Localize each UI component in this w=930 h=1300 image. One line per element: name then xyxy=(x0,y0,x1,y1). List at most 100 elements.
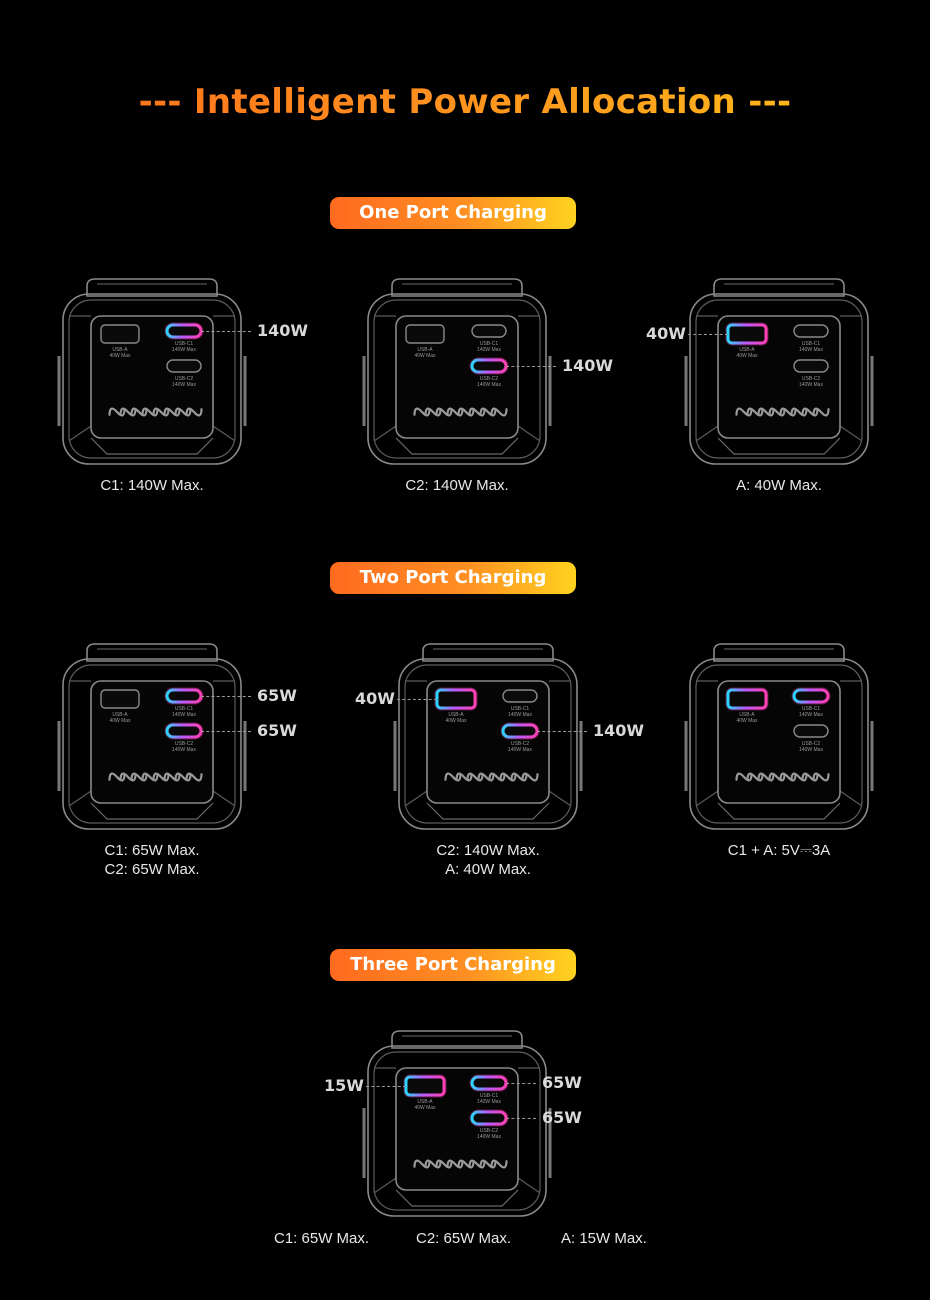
port-a-label: USB-A xyxy=(417,1099,433,1105)
port-c1-max-label: 140W Max xyxy=(477,1099,501,1105)
leader-line-a xyxy=(366,1086,406,1087)
port-c2-max-label: 140W Max xyxy=(477,1134,501,1140)
port-c1-label: USB-C1 xyxy=(802,341,821,347)
port-c1-active xyxy=(470,1075,508,1091)
port-c2-label: USB-C2 xyxy=(802,376,821,382)
caption-line: A: 40W Max. xyxy=(736,477,822,494)
port-a-active xyxy=(726,323,768,345)
power-label-a: 15W xyxy=(324,1076,364,1095)
port-a-max-label: 40W Max xyxy=(445,718,467,724)
leader-line-c1 xyxy=(201,696,251,697)
caption-three-c2: C2: 65W Max. xyxy=(416,1230,512,1247)
port-c1-label: USB-C1 xyxy=(480,1093,499,1099)
leader-line-c2 xyxy=(537,731,587,732)
port-c1-max-label: 140W Max xyxy=(799,347,823,353)
port-c2-label: USB-C2 xyxy=(175,741,194,747)
port-c1-max-label: 140W Max xyxy=(799,712,823,718)
section-heading-one-port: One Port Charging xyxy=(330,197,576,229)
power-label-c1: 65W xyxy=(257,686,297,705)
caption-three-c1: C1: 65W Max. xyxy=(274,1230,370,1247)
power-label-c2: 140W xyxy=(593,721,645,740)
leader-line-c2 xyxy=(506,1118,536,1119)
port-a-active xyxy=(726,688,768,710)
port-c1 xyxy=(471,324,507,338)
power-label-a: 40W xyxy=(646,324,686,343)
caption-s2-item1: C1: 65W Max.C2: 65W Max. xyxy=(22,841,282,879)
caption-line: A: 40W Max. xyxy=(445,861,531,878)
caption-line: C2: 140W Max. xyxy=(405,477,509,494)
caption-line: C2: 65W Max. xyxy=(104,861,200,878)
port-a-max-label: 40W Max xyxy=(736,353,758,359)
port-c1-label: USB-C1 xyxy=(511,706,530,712)
port-c2-max-label: 140W Max xyxy=(172,382,196,388)
caption-s2-item2: C2: 140W Max.A: 40W Max. xyxy=(358,841,618,879)
power-label-c1: 65W xyxy=(542,1073,582,1092)
port-a-max-label: 40W Max xyxy=(109,353,131,359)
port-c1-max-label: 140W Max xyxy=(172,347,196,353)
port-a-label: USB-A xyxy=(112,712,128,718)
port-c1 xyxy=(502,689,538,703)
port-c2-max-label: 140W Max xyxy=(172,747,196,753)
port-c2-label: USB-C2 xyxy=(802,741,821,747)
port-a-active xyxy=(435,688,477,710)
port-a-max-label: 40W Max xyxy=(736,718,758,724)
port-a-max-label: 40W Max xyxy=(414,1105,436,1111)
port-c1-label: USB-C1 xyxy=(175,341,194,347)
vent-pattern-icon xyxy=(444,772,539,782)
page-title: --- Intelligent Power Allocation --- xyxy=(0,82,930,122)
port-c2-label: USB-C2 xyxy=(175,376,194,382)
vent-pattern-icon xyxy=(108,772,203,782)
port-c1-max-label: 140W Max xyxy=(508,712,532,718)
port-a xyxy=(405,324,445,344)
leader-line-a xyxy=(397,699,437,700)
caption-s1-item2: C2: 140W Max. xyxy=(327,476,587,495)
port-c1-label: USB-C1 xyxy=(175,706,194,712)
port-c1-active xyxy=(165,688,203,704)
section-heading-two-port: Two Port Charging xyxy=(330,562,576,594)
port-c1-max-label: 140W Max xyxy=(172,712,196,718)
caption-s2-item3: C1 + A: 5V⎓3A xyxy=(649,841,909,860)
port-c2-max-label: 140W Max xyxy=(799,747,823,753)
port-a xyxy=(100,689,140,709)
port-c1-max-label: 140W Max xyxy=(477,347,501,353)
caption-s1-item3: A: 40W Max. xyxy=(649,476,909,495)
leader-line-c1 xyxy=(506,1083,536,1084)
vent-pattern-icon xyxy=(735,407,830,417)
section-heading-three-port: Three Port Charging xyxy=(330,949,576,981)
port-c1 xyxy=(793,324,829,338)
port-c1-active xyxy=(165,323,203,339)
port-c2-max-label: 140W Max xyxy=(477,382,501,388)
port-c1-label: USB-C1 xyxy=(802,706,821,712)
port-a-label: USB-A xyxy=(112,347,128,353)
port-c2 xyxy=(166,359,202,373)
caption-line: C1: 140W Max. xyxy=(100,477,204,494)
caption-three-a: A: 15W Max. xyxy=(561,1230,647,1247)
vent-pattern-icon xyxy=(735,772,830,782)
port-c2-active xyxy=(165,723,203,739)
port-c2-max-label: 140W Max xyxy=(508,747,532,753)
caption-s1-item1: C1: 140W Max. xyxy=(22,476,282,495)
power-label-a: 40W xyxy=(355,689,395,708)
vent-pattern-icon xyxy=(413,407,508,417)
port-a-max-label: 40W Max xyxy=(414,353,436,359)
power-label-c2: 140W xyxy=(562,356,614,375)
port-c2-max-label: 140W Max xyxy=(799,382,823,388)
port-c2-active xyxy=(470,358,508,374)
vent-pattern-icon xyxy=(108,407,203,417)
port-c2-active xyxy=(470,1110,508,1126)
port-a-active xyxy=(404,1075,446,1097)
port-a xyxy=(100,324,140,344)
port-a-max-label: 40W Max xyxy=(109,718,131,724)
